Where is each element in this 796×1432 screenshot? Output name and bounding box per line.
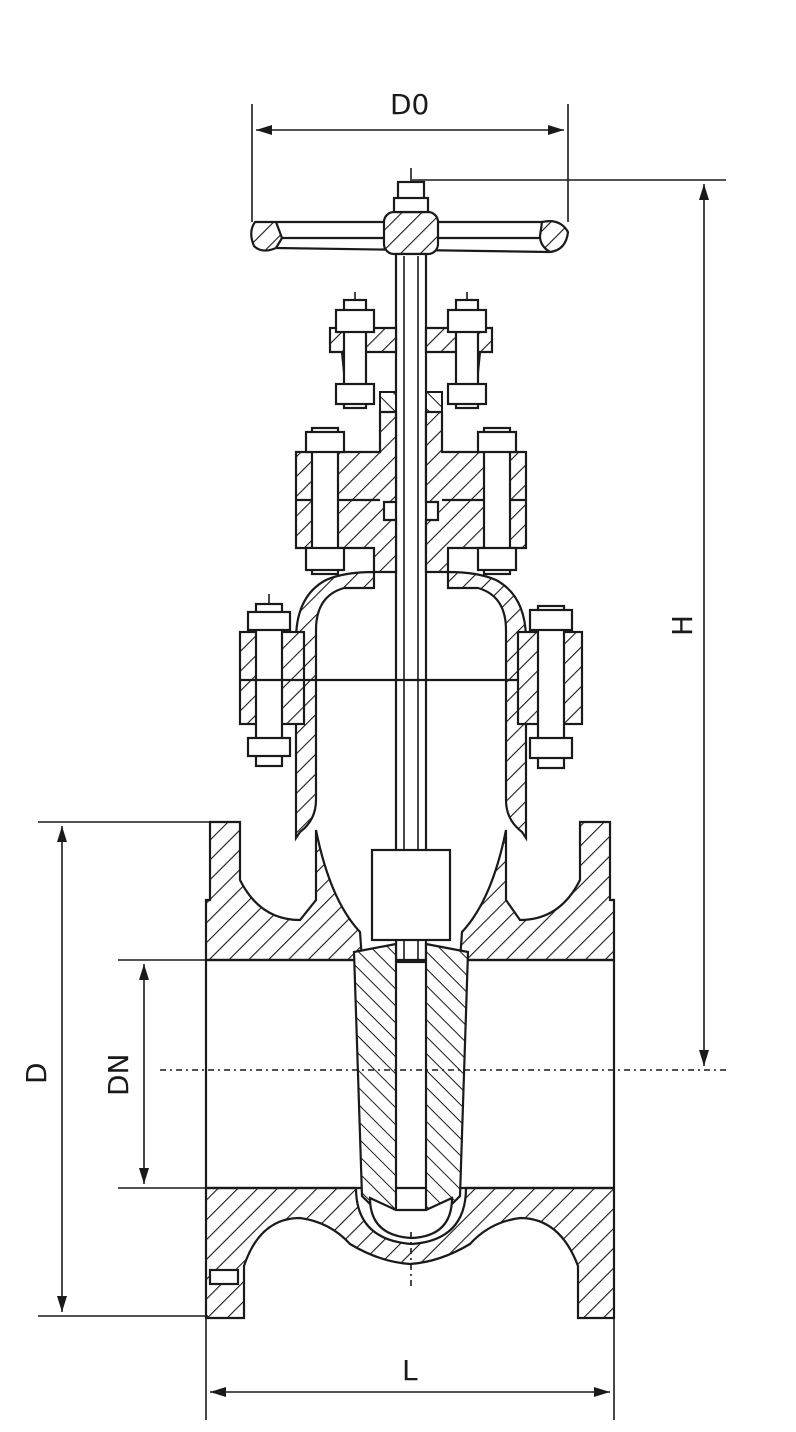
dimension-h: H <box>412 179 726 1066</box>
valve-body <box>204 820 616 1320</box>
label-l: L <box>402 1354 418 1387</box>
valve-stem <box>394 252 428 964</box>
label-h: H <box>666 615 699 636</box>
label-d: D <box>20 1062 53 1084</box>
label-d0: D0 <box>390 88 429 121</box>
dimension-dn: DN <box>102 959 206 1189</box>
bonnet <box>238 410 584 842</box>
label-dn: DN <box>102 1053 135 1096</box>
dimension-l: L <box>205 1240 615 1420</box>
gate-wedge <box>352 848 470 1240</box>
handwheel <box>250 168 570 256</box>
dimension-d: D <box>20 821 240 1317</box>
dimension-d0: D0 <box>251 88 569 222</box>
